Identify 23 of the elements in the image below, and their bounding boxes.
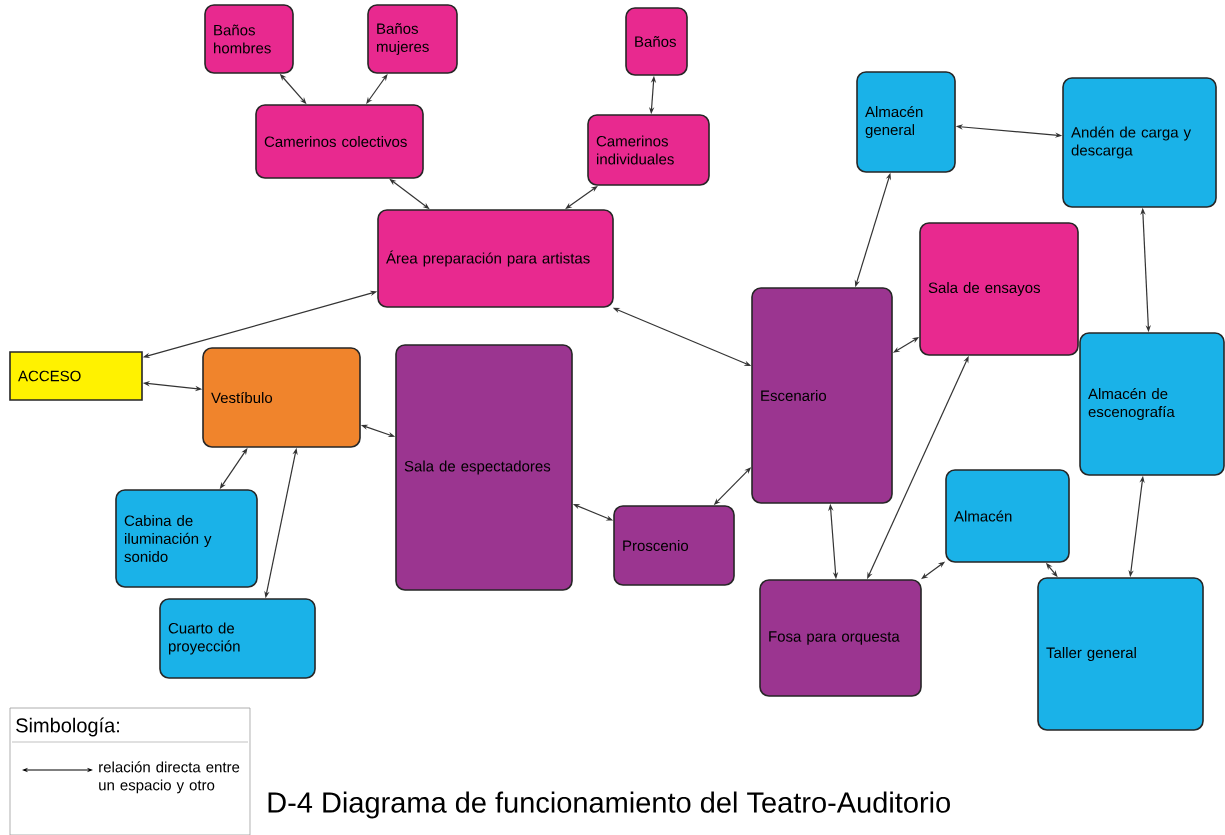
room-box: Cuarto de proyección	[159, 598, 316, 679]
legend-text: relación directa entre un espacio y otro	[99, 761, 240, 794]
room-box: Sala de ensayos	[919, 222, 1079, 356]
room-box: Fosa para orquesta	[759, 579, 922, 697]
room-box: Escenario	[751, 287, 893, 504]
room-box: Área preparación para artistas	[377, 209, 614, 308]
room-box: Andén de carga y descarga	[1062, 77, 1217, 208]
room-box: Almacén general	[856, 71, 956, 173]
legend-heading: Simbología:	[16, 717, 119, 737]
room-box: Taller general	[1037, 577, 1204, 731]
room-box: Almacén de escenografía	[1079, 332, 1225, 476]
title: D-4 Diagrama de funcionamiento del Teatro-Auditorio	[268, 791, 950, 819]
room-box: Proscenio	[613, 505, 735, 586]
room-box: Vestíbulo	[202, 347, 361, 448]
room-box: Camerinos individuales	[587, 114, 710, 186]
room-box: Almacén	[945, 469, 1070, 563]
room-box: Baños mujeres	[367, 4, 458, 74]
entrance-box: ACCESO	[9, 351, 143, 401]
room-box: Baños hombres	[204, 4, 294, 74]
room-box: Cabina de iluminación y sonido	[115, 489, 258, 588]
room-box: Sala de espectadores	[395, 344, 573, 591]
room-box: Camerinos colectivos	[255, 104, 424, 179]
room-box: Baños	[625, 7, 688, 76]
